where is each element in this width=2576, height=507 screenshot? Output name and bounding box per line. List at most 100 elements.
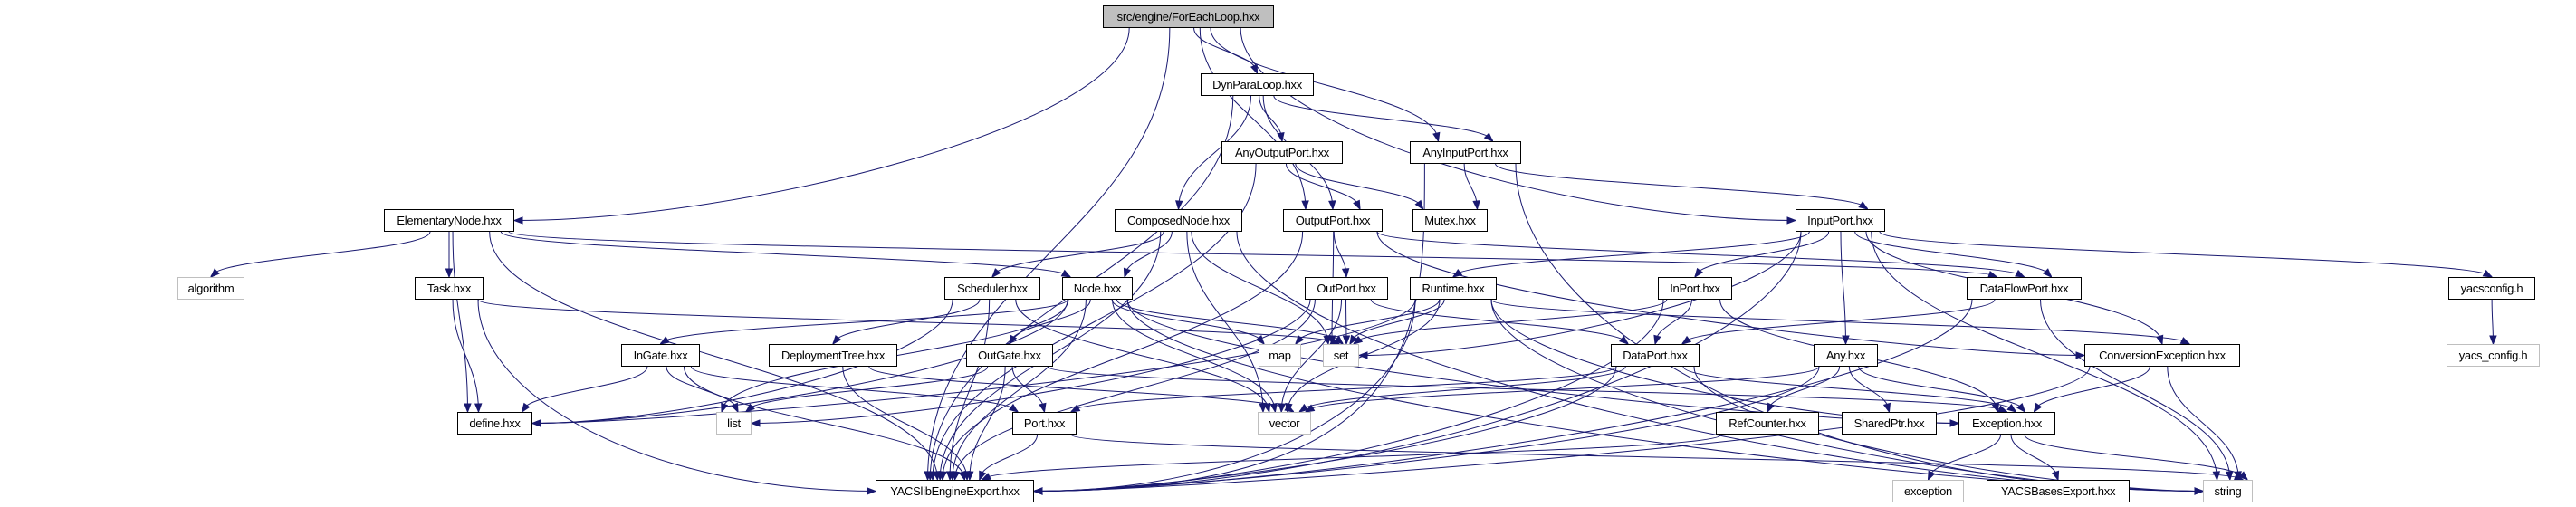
arrowhead-icon [521, 402, 531, 414]
arrowhead-icon [1032, 487, 1043, 495]
node-for-each-loop[interactable]: src/engine/ForEachLoop.hxx [1103, 5, 1274, 28]
arrowhead-icon [1123, 267, 1131, 279]
arrowhead-icon [750, 419, 761, 427]
arrowhead-icon [1357, 351, 1368, 359]
node-scheduler[interactable]: Scheduler.hxx [944, 277, 1040, 300]
arrowhead-icon [512, 216, 523, 225]
arrowhead-icon [531, 419, 541, 427]
arrowhead-icon [1681, 335, 1692, 345]
node-in-port[interactable]: InPort.hxx [1658, 277, 1732, 300]
arrowhead-icon [1278, 403, 1286, 414]
arrowhead-icon [1039, 402, 1047, 414]
arrowhead-icon [979, 470, 987, 482]
node-ref-counter[interactable]: RefCounter.hxx [1716, 412, 1819, 435]
node-runtime[interactable]: Runtime.hxx [1410, 277, 1497, 300]
arrowhead-icon [1451, 269, 1463, 278]
node-node[interactable]: Node.hxx [1062, 277, 1133, 300]
arrowhead-icon [731, 402, 739, 414]
edge-for-each-loop-to-elementary-node [513, 27, 1130, 221]
node-composed-node[interactable]: ComposedNode.hxx [1115, 209, 1242, 232]
node-exception[interactable]: Exception.hxx [1958, 412, 2055, 435]
node-any[interactable]: Any.hxx [1814, 344, 1878, 367]
node-deployment-tree[interactable]: DeploymentTree.hxx [769, 344, 897, 367]
edge-deployment-tree-to-yacslib-engine-export [842, 366, 968, 481]
edge-node-to-yacslib-engine-export [952, 299, 1087, 481]
node-define[interactable]: define.hxx [457, 412, 532, 435]
node-data-flow-port[interactable]: DataFlowPort.hxx [1967, 277, 2082, 300]
node-task[interactable]: Task.hxx [415, 277, 484, 300]
arrowhead-icon [1009, 334, 1018, 346]
node-set: set [1323, 344, 1359, 367]
arrowhead-icon [1949, 419, 1960, 427]
arrowhead-icon [1295, 334, 1305, 346]
edge-for-each-loop-to-yacslib-engine-export [927, 27, 1171, 481]
edge-input-port-to-string [1871, 231, 2218, 481]
node-vector: vector [1258, 412, 1311, 435]
node-conversion-exception[interactable]: ConversionException.hxx [2084, 344, 2240, 367]
node-output-port[interactable]: OutputPort.hxx [1283, 209, 1383, 232]
edge-any-input-port-to-input-port [1495, 163, 1868, 210]
edge-exception-to-exception [1928, 434, 2002, 481]
edge-output-port-to-conversion-exception [1376, 231, 2085, 356]
node-yacsconfig[interactable]: yacsconfig.h [2448, 277, 2535, 300]
arrowhead-icon [2489, 335, 2497, 346]
edge-out-gate-to-yacslib-engine-export [969, 366, 1006, 481]
edge-elementary-node-to-yacslib-engine-export [489, 231, 938, 481]
arrowhead-icon [1432, 131, 1441, 143]
node-yacslib-engine-export[interactable]: YACSlibEngineExport.hxx [876, 480, 1034, 502]
edge-ref-counter-to-yacslib-engine-export [982, 434, 1722, 481]
edge-conversion-exception-to-string [2167, 366, 2239, 481]
edge-in-gate-to-yacslib-engine-export [684, 366, 965, 481]
node-yacs-config: yacs_config.h [2447, 344, 2540, 367]
node-dyn-para-loop[interactable]: DynParaLoop.hxx [1201, 73, 1314, 96]
edge-runtime-to-string [1490, 299, 2204, 492]
node-input-port[interactable]: InputPort.hxx [1796, 209, 1885, 232]
arrowhead-icon [1175, 200, 1183, 211]
node-in-gate[interactable]: InGate.hxx [621, 344, 700, 367]
arrowhead-icon [1786, 216, 1797, 225]
node-exception: exception [1892, 480, 1964, 502]
arrowhead-icon [1269, 402, 1278, 414]
node-string: string [2203, 480, 2253, 502]
arrowhead-icon [1255, 334, 1265, 346]
arrowhead-icon [1472, 200, 1480, 211]
edge-composed-node-to-scheduler [991, 231, 1164, 278]
edge-out-gate-to-list [745, 366, 989, 413]
arrowhead-icon [1301, 200, 1309, 211]
node-any-input-port[interactable]: AnyInputPort.hxx [1410, 141, 1521, 164]
arrowhead-icon [2194, 487, 2205, 495]
edge-task-to-yacslib-engine-export [477, 299, 876, 492]
node-any-output-port[interactable]: AnyOutputPort.hxx [1221, 141, 1343, 164]
arrowhead-icon [1858, 201, 1869, 210]
edge-node-to-in-gate [660, 299, 1068, 345]
edge-output-port-to-yacslib-engine-export [942, 231, 1304, 481]
node-mutex[interactable]: Mutex.hxx [1412, 209, 1488, 232]
arrowhead-icon [2033, 402, 2043, 414]
edge-elementary-node-to-data-flow-port [508, 231, 1997, 278]
node-port[interactable]: Port.hxx [1012, 412, 1077, 435]
arrowhead-icon [2052, 470, 2060, 482]
edge-runtime-to-map [1295, 299, 1441, 345]
arrowhead-icon [210, 268, 220, 278]
arrowhead-icon [445, 268, 454, 279]
edge-data-flow-port-to-data-port [1681, 299, 1996, 345]
edge-elementary-node-to-define [452, 231, 468, 413]
arrowhead-icon [1767, 402, 1775, 414]
arrowhead-icon [1342, 335, 1351, 346]
edge-for-each-loop-to-output-port [1199, 27, 1307, 210]
node-out-gate[interactable]: OutGate.hxx [966, 344, 1053, 367]
edge-dyn-para-loop-to-any-input-port [1273, 95, 1493, 142]
node-out-port[interactable]: OutPort.hxx [1305, 277, 1388, 300]
node-shared-ptr[interactable]: SharedPtr.hxx [1842, 412, 1937, 435]
node-data-port[interactable]: DataPort.hxx [1611, 344, 1700, 367]
arrowhead-icon [1250, 63, 1259, 75]
arrowhead-icon [981, 473, 991, 481]
node-elementary-node[interactable]: ElementaryNode.hxx [384, 209, 514, 232]
edge-task-to-define [452, 299, 479, 413]
edge-exception-to-string [2024, 434, 2248, 481]
edge-composed-node-to-set [1191, 231, 1329, 345]
arrowhead-icon [1352, 335, 1364, 345]
node-yacsbases-export[interactable]: YACSBasesExport.hxx [1987, 480, 2130, 502]
arrowhead-icon [1060, 269, 1072, 278]
arrowhead-icon [867, 487, 877, 495]
